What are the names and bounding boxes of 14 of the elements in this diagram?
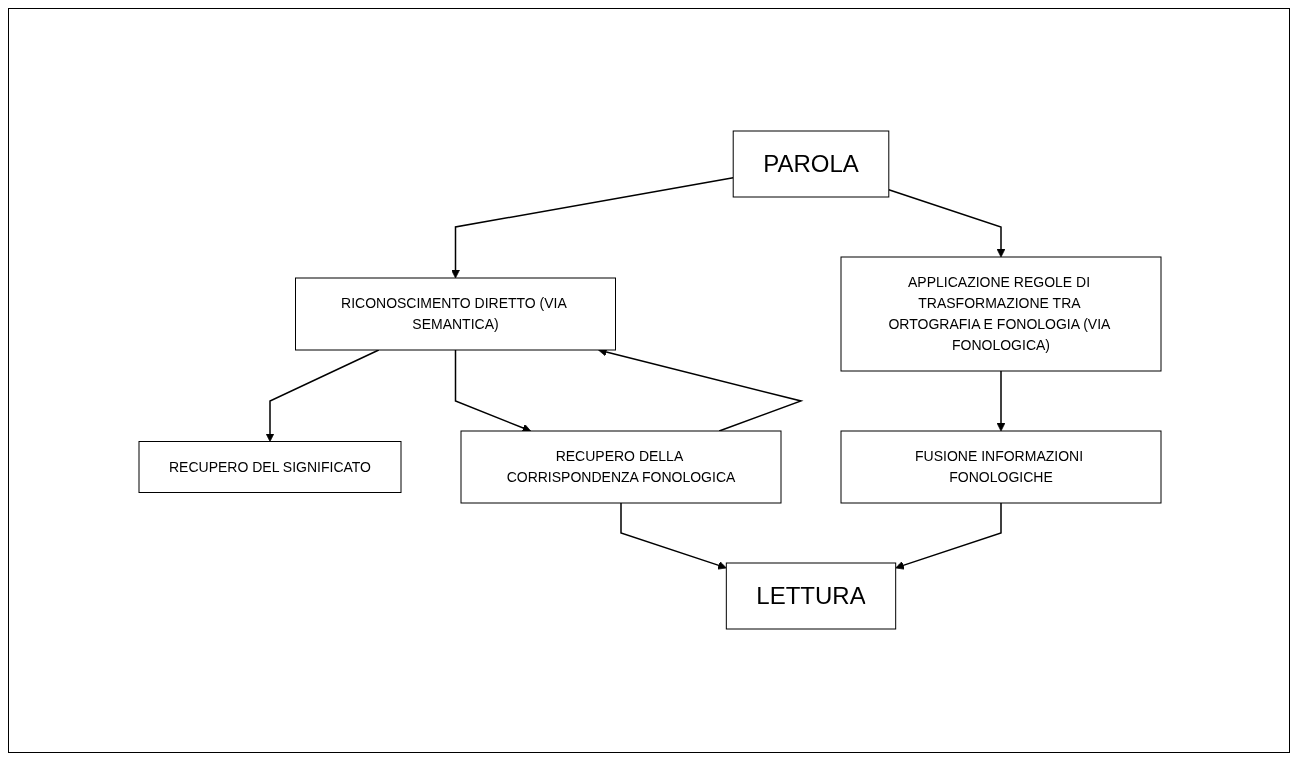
node-box: LETTURA: [725, 562, 897, 630]
arrow: [451, 177, 734, 279]
node-box: APPLICAZIONE REGOLE DI TRASFORMAZIONE TRA ORTOGRAFIA E FONOLOGIA (VIA FONOLOGICA): [840, 256, 1162, 372]
node-box: RICONOSCIMENTO DIRETTO (VIA SEMANTICA): [295, 277, 616, 351]
arrow: [620, 502, 727, 570]
arrow: [454, 349, 532, 433]
arrow: [996, 370, 1006, 432]
arrow: [888, 189, 1006, 258]
node-box: RECUPERO DEL SIGNIFICATO: [138, 441, 402, 493]
node-box: PAROLA: [732, 130, 890, 198]
node-box: FUSIONE INFORMAZIONI FONOLOGICHE: [840, 430, 1162, 504]
node-box: RECUPERO DELLA CORRISPONDENZA FONOLOGICA: [460, 430, 782, 504]
arrow: [895, 502, 1002, 570]
arrow: [265, 349, 380, 442]
